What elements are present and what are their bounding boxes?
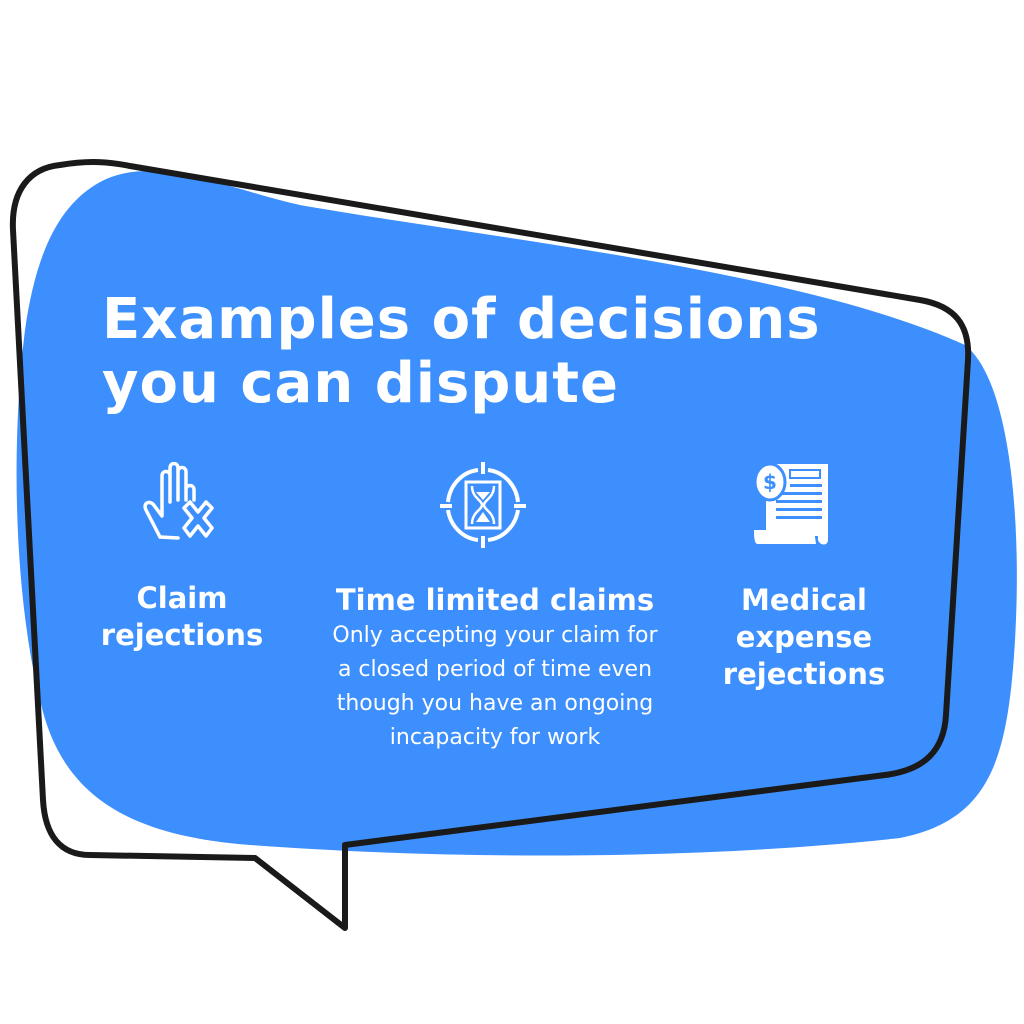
svg-text:$: $ — [763, 470, 777, 494]
item-description: Only accepting your claim for a closed p… — [332, 623, 658, 750]
item-heading: Time limited claims — [335, 583, 655, 617]
title-line-1: Examples of decisions — [102, 287, 821, 352]
hourglass-target-icon — [440, 462, 526, 548]
invoice-dollar-icon: $ — [753, 462, 828, 545]
speech-bubble-outline — [9, 159, 972, 931]
title-line-2: you can dispute — [102, 351, 620, 416]
page-title: Examples of decisions you can dispute — [102, 288, 821, 416]
hand-x-icon — [143, 462, 214, 540]
item-time-limited-claims: Time limited claims Only accepting your … — [305, 582, 685, 755]
